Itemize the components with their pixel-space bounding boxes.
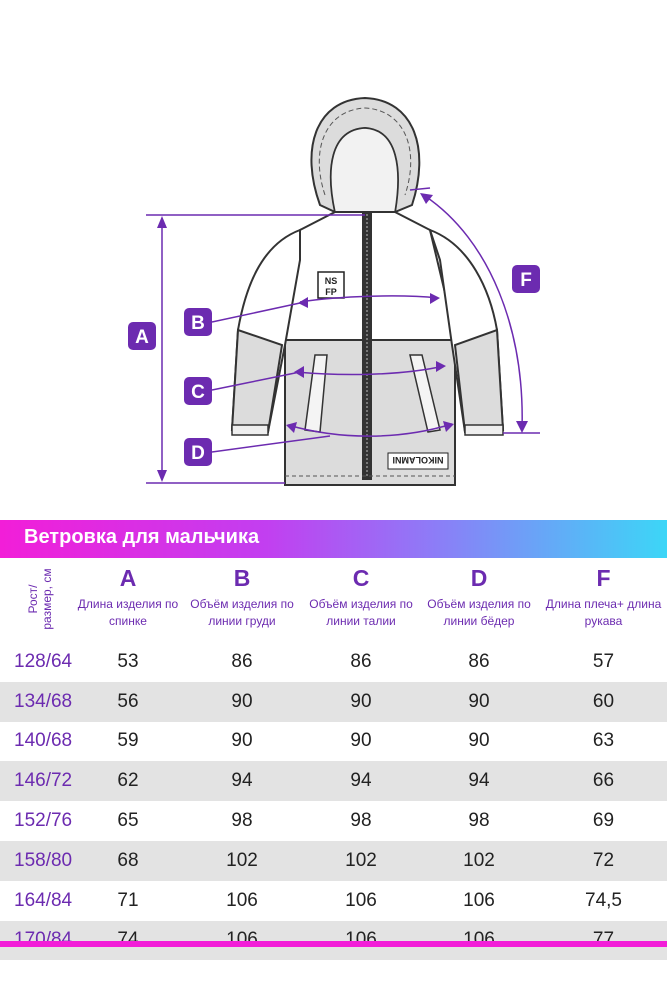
label-d: D [184, 438, 212, 466]
measurement-cell: 62 [76, 761, 180, 802]
measurement-cell: 86 [304, 642, 418, 682]
bottom-accent-bar [0, 941, 667, 947]
measurement-cell: 59 [76, 721, 180, 762]
measurement-cell: 77 [540, 920, 667, 961]
logo-line2: FP [325, 287, 337, 297]
column-header-f: F Длина плеча+ длина рукава [545, 565, 662, 628]
measurement-cell: 98 [304, 801, 418, 841]
measurement-cell: 68 [76, 840, 180, 881]
measurement-cell: 74 [76, 920, 180, 961]
size-cell: 134/68 [0, 681, 76, 722]
measurement-cell: 90 [304, 721, 418, 762]
logo-line1: NS [325, 276, 338, 286]
measurement-cell: 69 [540, 801, 667, 841]
measurement-cell: 106 [304, 880, 418, 921]
size-cell: 158/80 [0, 840, 76, 881]
svg-text:B: B [191, 313, 205, 334]
measurement-cell: 72 [540, 840, 667, 881]
measurement-cell: 102 [180, 840, 304, 881]
label-a: A [128, 322, 156, 350]
label-b: B [184, 308, 212, 336]
measurement-cell: 102 [418, 840, 540, 881]
measurement-cell: 86 [180, 642, 304, 682]
column-header-b: B Объём изделия по линии груди [190, 565, 294, 628]
measurement-cell: 98 [180, 801, 304, 841]
label-c: C [184, 377, 212, 405]
label-f: F [512, 265, 540, 293]
measurement-cell: 106 [180, 880, 304, 921]
measurement-cell: 106 [418, 880, 540, 921]
measurement-cell: 66 [540, 761, 667, 802]
measurement-cell: 56 [76, 681, 180, 722]
column-header-a: A Длина изделия по спинке [77, 565, 179, 628]
table-header-row: Рост/ размер, см A Длина изделия по спин… [0, 558, 667, 642]
page-title: Ветровка для мальчика [24, 526, 260, 548]
measurement-cell: 90 [180, 681, 304, 722]
column-header-c: C Объём изделия по линии талии [309, 565, 413, 628]
size-cell: 164/84 [0, 880, 76, 921]
hood-inner [330, 127, 399, 213]
measurement-cell: 74,5 [540, 880, 667, 921]
measurement-cell: 94 [180, 761, 304, 802]
measurement-cell: 57 [540, 642, 667, 682]
measurement-cell: 90 [304, 681, 418, 722]
measurement-cell: 98 [418, 801, 540, 841]
size-cell: 128/64 [0, 642, 76, 682]
measurement-cell: 90 [180, 721, 304, 762]
size-cell: 146/72 [0, 761, 76, 802]
size-table: Рост/ размер, см A Длина изделия по спин… [0, 558, 667, 961]
measurement-cell: 53 [76, 642, 180, 682]
measurement-cell: 86 [418, 642, 540, 682]
size-column-header: Рост/ размер, см [26, 568, 54, 630]
brand-label: NIKOLAMNI [393, 455, 444, 465]
right-pocket [409, 354, 441, 433]
measurement-cell: 102 [304, 840, 418, 881]
measurement-cell: 71 [76, 880, 180, 921]
measurement-cell: 90 [418, 681, 540, 722]
svg-text:F: F [520, 270, 532, 291]
measurement-cell: 60 [540, 681, 667, 722]
svg-text:A: A [135, 327, 149, 348]
size-cell: 140/68 [0, 721, 76, 762]
title-banner: Ветровка для мальчика [0, 520, 667, 558]
column-header-d: D Объём изделия по линии бёдер [427, 565, 531, 628]
measurement-cell: 63 [540, 721, 667, 762]
measurement-cell: 94 [418, 761, 540, 802]
measurement-cell: 90 [418, 721, 540, 762]
measurement-cell: 94 [304, 761, 418, 802]
jacket-measurement-diagram: NS FP NIKOLAMNI A B C D F [128, 96, 540, 486]
size-cell: 152/76 [0, 801, 76, 841]
measurement-cell: 65 [76, 801, 180, 841]
svg-text:D: D [191, 443, 205, 464]
measurement-cell: 106 [180, 920, 304, 961]
svg-text:C: C [191, 382, 205, 403]
